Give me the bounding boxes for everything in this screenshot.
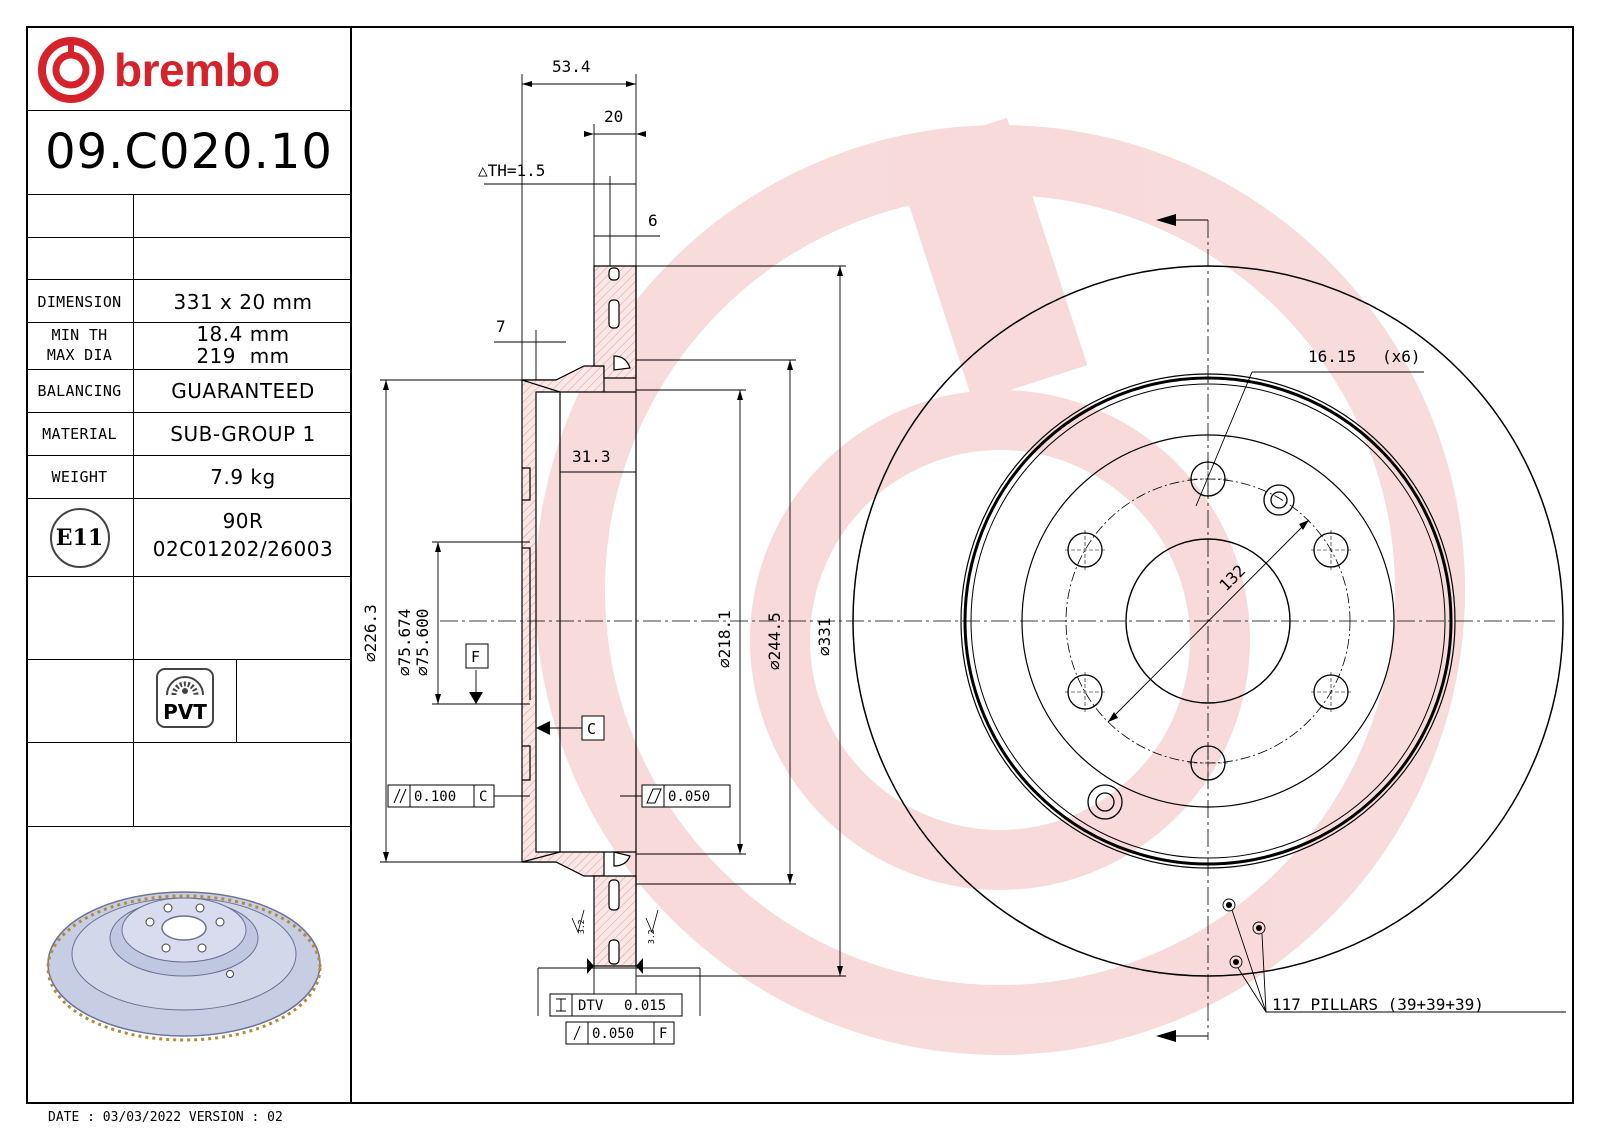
spec-label-weight: WEIGHT [51, 468, 108, 486]
datum-c-box [581, 715, 605, 741]
approval-mark-text: E11 [55, 525, 104, 551]
dim-bore-min: ⌀75.600 [413, 609, 432, 676]
flatness-tolerance-frame: 0.050 [641, 784, 731, 808]
runout-value: 0.050 [592, 1026, 634, 1042]
screw-holes [1087, 484, 1295, 820]
pvt-badge: PVT [154, 666, 216, 730]
dimension-arrows [383, 81, 843, 976]
section-view [521, 265, 637, 967]
spec-value-dimension: 331 x 20 mm [173, 290, 313, 314]
spec-value-balancing: GUARANTEED [171, 379, 315, 403]
brand-watermark [535, 117, 1465, 1055]
dim-bore-max: ⌀75.674 [395, 609, 414, 676]
spec-label-balancing: BALANCING [37, 382, 122, 400]
front-view-arrows [1108, 214, 1309, 1042]
spec-value-material: SUB-GROUP 1 [170, 422, 316, 446]
dtv-value: 0.015 [624, 998, 666, 1014]
dim-thickness: 20 [604, 107, 623, 126]
dim-inner-diameter: ⌀218.1 [715, 610, 734, 668]
technical-drawing: 53.4 20 △TH=1.5 6 7 31.3 ⌀226.3 ⌀75.674 … [361, 57, 1566, 1055]
section-dimension-text: 53.4 20 △TH=1.5 6 7 31.3 ⌀226.3 ⌀75.674 … [361, 57, 834, 676]
spec-label-min-th: MIN TH [51, 326, 108, 344]
parallelism-tolerance-frame: 0.100 C [387, 784, 495, 808]
dtv-icon [556, 998, 566, 1012]
e-mark-icon [49, 508, 110, 568]
pvt-disc-icon [156, 668, 214, 728]
disc-3d-render [46, 891, 322, 1042]
spec-value-weight: 7.9 kg [210, 465, 276, 489]
datum-c-label: C [587, 720, 596, 738]
pillar-markers [1222, 898, 1566, 1013]
svg-text:3.2: 3.2 [647, 929, 656, 944]
brand-name: brembo [114, 44, 280, 96]
approval-number: 02C01202/26003 [152, 537, 334, 561]
spec-value-max-dia: 219 mm [196, 344, 290, 368]
spec-label-material: MATERIAL [42, 425, 117, 443]
datum-f-label: F [471, 648, 480, 666]
spec-label-max-dia: MAX DIA [46, 346, 113, 364]
datum-f-box [465, 643, 489, 669]
section-dimension-lines [380, 74, 846, 1016]
dim-hat-diameter: ⌀226.3 [361, 604, 380, 662]
flatness-icon [646, 788, 662, 804]
svg-text:3.2: 3.2 [577, 919, 586, 934]
flatness-value: 0.050 [668, 789, 710, 805]
datum-c-triangle [536, 721, 550, 735]
approval-mark: E11 [26, 500, 133, 576]
front-view [852, 219, 1566, 1040]
dim-vane: 6 [648, 211, 658, 230]
title-block: brembo 09.C020.10 DIMENSION 331 x 20 mm … [26, 26, 352, 1104]
brembo-logo-icon [38, 37, 104, 103]
dtv-label: DTV [578, 998, 604, 1014]
parallelism-icon [393, 788, 401, 804]
dim-hole-diameter: 16.15 [1308, 347, 1356, 366]
dim-hat-depth: 31.3 [572, 447, 611, 466]
datum-f-triangle [469, 692, 483, 704]
parallelism-value: 0.100 [414, 789, 456, 805]
dim-hole-count: (x6) [1382, 347, 1421, 366]
dim-outer-diameter: ⌀331 [815, 617, 834, 656]
parallelism-datum: C [479, 789, 487, 805]
spec-label-dimension: DIMENSION [37, 293, 122, 311]
runout-datum: F [659, 1026, 667, 1042]
dim-friction-diameter: ⌀244.5 [765, 612, 784, 670]
dim-overall-width: 53.4 [552, 57, 591, 76]
part-number: 09.C020.10 [45, 124, 333, 180]
dim-th-delta: △TH=1.5 [478, 161, 545, 180]
dim-hat-wall: 7 [496, 317, 506, 336]
roughness-marks: 3.2 3.2 [571, 909, 659, 944]
pvt-label: PVT [163, 700, 207, 724]
drawing-frame [26, 26, 1574, 1104]
drawing-footer: DATE : 03/03/2022 VERSION : 02 [48, 1110, 283, 1125]
brand-logo: brembo [36, 32, 336, 108]
approval-regulation: 90R [222, 509, 264, 533]
runout-tolerance-frame: 0.050 F [565, 1021, 675, 1045]
dtv-tolerance-frame: DTV 0.015 [549, 993, 683, 1017]
spec-value-min-th: 18.4 mm [196, 322, 290, 346]
pillars-label: 117 PILLARS (39+39+39) [1272, 995, 1484, 1014]
runout-icon [573, 1025, 581, 1041]
